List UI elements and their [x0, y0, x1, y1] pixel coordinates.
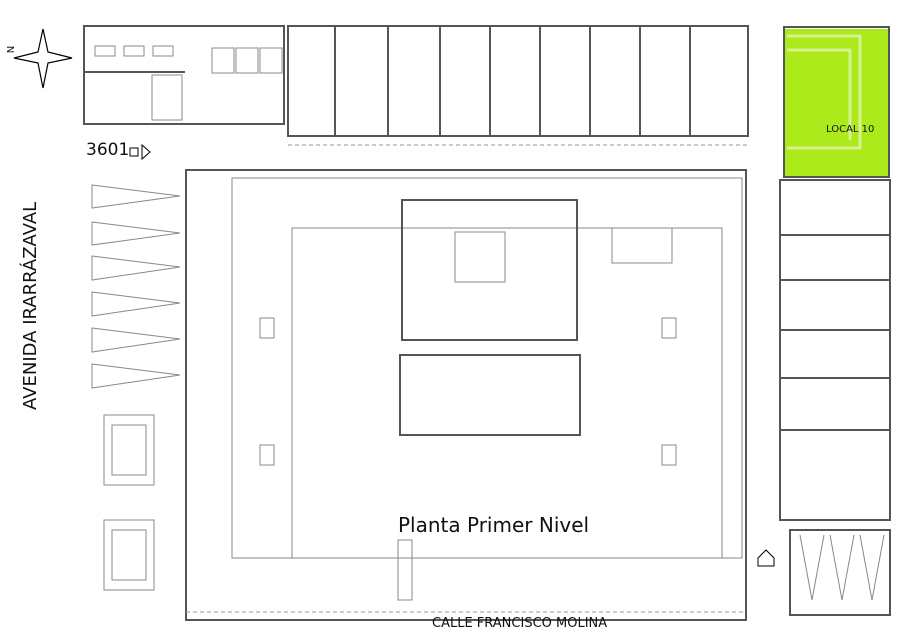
central-building	[185, 169, 747, 621]
home-icon	[757, 549, 775, 567]
avenue-label: AVENIDA IRARRÁZAVAL	[20, 201, 41, 410]
right-units	[779, 179, 891, 616]
north-label: N	[6, 45, 18, 54]
entrance-arrow-icon	[129, 143, 151, 161]
local-10-label[interactable]: LOCAL 10	[826, 124, 875, 135]
parking-spaces	[91, 184, 181, 591]
top-units	[83, 25, 890, 178]
street-label: CALLE FRANCISCO MOLINA	[432, 616, 608, 631]
local-10-area[interactable]	[784, 29, 889, 177]
street-number: 3601	[86, 140, 130, 160]
compass-icon	[13, 28, 73, 89]
plan-title: Planta Primer Nivel	[398, 513, 590, 537]
local-10-walls	[787, 34, 862, 150]
